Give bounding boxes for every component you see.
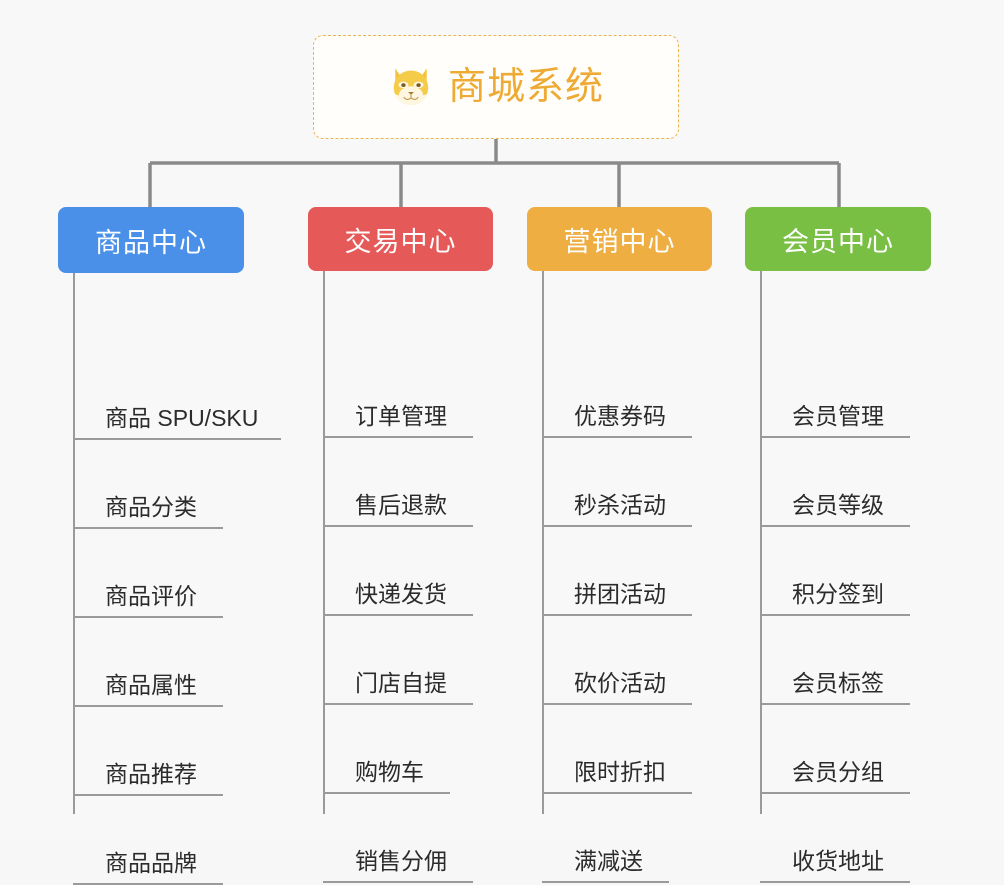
leaf-item[interactable]: 购物车 <box>323 757 450 794</box>
leaf-item[interactable]: 销售分佣 <box>323 846 473 883</box>
leaf-item[interactable]: 商品推荐 <box>73 759 223 796</box>
leaf-label: 门店自提 <box>355 670 447 696</box>
leaf-item[interactable]: 砍价活动 <box>542 668 692 705</box>
leaf-item[interactable]: 商品 SPU/SKU <box>73 403 281 440</box>
leaf-label: 订单管理 <box>355 403 447 429</box>
leaf-label: 拼团活动 <box>574 581 666 607</box>
shiba-dog-face-icon <box>393 68 429 105</box>
leaf-label: 会员标签 <box>792 670 884 696</box>
branch-trunk-line <box>73 273 75 814</box>
branch-head-4[interactable]: 会员中心 <box>745 207 931 271</box>
leaf-label: 限时折扣 <box>574 759 666 785</box>
leaf-item[interactable]: 积分签到 <box>760 579 910 616</box>
branch-column: 交易中心订单管理售后退款快递发货门店自提购物车销售分佣 <box>308 207 493 883</box>
leaf-label: 积分签到 <box>792 581 884 607</box>
leaf-item[interactable]: 订单管理 <box>323 401 473 438</box>
leaf-label: 商品属性 <box>105 672 197 698</box>
leaf-label: 优惠券码 <box>574 403 666 429</box>
mindmap-canvas: 商城系统 商品中心商品 SPU/SKU 商品分类商品评价商品属性商品推荐商品品牌 交… <box>58 35 931 885</box>
leaf-item[interactable]: 门店自提 <box>323 668 473 705</box>
leaf-label: 商品评价 <box>105 583 197 609</box>
leaf-item[interactable]: 限时折扣 <box>542 757 692 794</box>
leaf-item[interactable]: 秒杀活动 <box>542 490 692 527</box>
leaf-label: 销售分佣 <box>355 848 447 874</box>
branch-head-2[interactable]: 交易中心 <box>308 207 493 271</box>
leaf-label: 商品分类 <box>105 494 197 520</box>
leaf-item[interactable]: 会员等级 <box>760 490 910 527</box>
branch-head-3[interactable]: 营销中心 <box>527 207 712 271</box>
leaf-item[interactable]: 优惠券码 <box>542 401 692 438</box>
branch-head-label: 交易中心 <box>344 226 457 257</box>
leaf-item[interactable]: 收货地址 <box>760 846 910 883</box>
leaf-item[interactable]: 会员管理 <box>760 401 910 438</box>
branch-trunk-line <box>542 271 544 814</box>
leaf-item[interactable]: 商品属性 <box>73 670 223 707</box>
branch-column: 商品中心商品 SPU/SKU 商品分类商品评价商品属性商品推荐商品品牌 <box>58 207 281 885</box>
leaf-item[interactable]: 满减送 <box>542 846 669 883</box>
branch-head-label: 商品中心 <box>95 227 207 258</box>
leaf-item[interactable]: 会员标签 <box>760 668 910 705</box>
branch-head-label: 营销中心 <box>563 226 676 257</box>
leaf-label: 满减送 <box>574 848 643 874</box>
leaf-label: 砍价活动 <box>574 670 666 696</box>
leaf-item[interactable]: 拼团活动 <box>542 579 692 616</box>
leaf-label: 会员分组 <box>792 759 884 785</box>
leaf-item[interactable]: 会员分组 <box>760 757 910 794</box>
leaf-label: 收货地址 <box>792 848 884 874</box>
leaf-label: 商品 SPU/SKU <box>105 405 259 431</box>
branch-trunk-line <box>760 271 762 814</box>
leaf-label: 会员管理 <box>792 403 884 429</box>
leaf-item[interactable]: 商品评价 <box>73 581 223 618</box>
leaf-label: 售后退款 <box>355 492 447 518</box>
leaf-item[interactable]: 商品品牌 <box>73 848 223 885</box>
root-title: 商城系统 <box>447 66 604 108</box>
leaf-label: 快递发货 <box>355 581 447 607</box>
leaf-label: 购物车 <box>355 759 424 785</box>
leaf-label: 会员等级 <box>792 492 884 518</box>
branch-head-1[interactable]: 商品中心 <box>58 207 244 273</box>
branch-trunk-line <box>323 271 325 814</box>
branch-column: 营销中心优惠券码秒杀活动拼团活动砍价活动限时折扣满减送 <box>527 207 712 883</box>
leaf-item[interactable]: 商品分类 <box>73 492 223 529</box>
leaf-label: 商品品牌 <box>105 850 197 876</box>
leaf-item[interactable]: 快递发货 <box>323 579 473 616</box>
root-node[interactable]: 商城系统 <box>313 35 679 139</box>
branch-column: 会员中心会员管理会员等级积分签到会员标签会员分组收货地址 <box>745 207 931 883</box>
leaf-label: 秒杀活动 <box>574 492 666 518</box>
branch-head-label: 会员中心 <box>782 226 894 257</box>
leaf-label: 商品推荐 <box>105 761 197 787</box>
leaf-item[interactable]: 售后退款 <box>323 490 473 527</box>
